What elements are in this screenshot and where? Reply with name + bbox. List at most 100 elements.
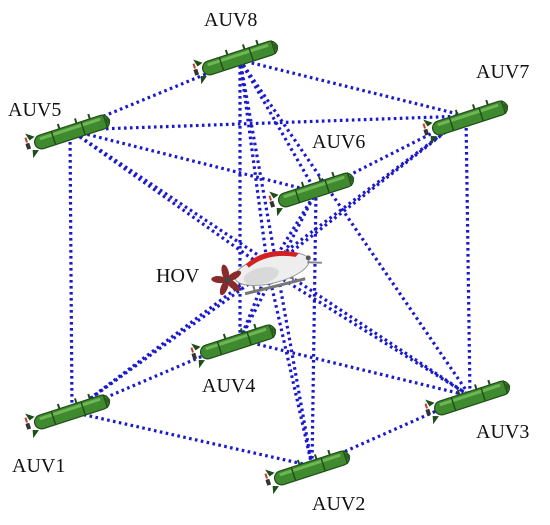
hov-propeller-blade bbox=[211, 276, 228, 284]
auv-tail-fin bbox=[32, 150, 39, 159]
label-auv6: AUV6 bbox=[312, 131, 365, 153]
hov-vehicle bbox=[211, 251, 322, 296]
auv-tail-fin bbox=[265, 469, 275, 477]
auv-tail-fin bbox=[193, 59, 203, 67]
link-auv5-auv6 bbox=[69, 128, 317, 194]
auv-antenna bbox=[73, 118, 78, 124]
label-auv3: AUV3 bbox=[476, 421, 529, 443]
link-auv6-auv2 bbox=[310, 191, 318, 467]
auv-rudder-mark bbox=[422, 123, 426, 129]
link-hov-auv1 bbox=[71, 268, 269, 414]
auv-segment-ring bbox=[218, 57, 225, 71]
auv1-vehicle bbox=[24, 393, 111, 439]
auv-rudder-mark bbox=[424, 403, 428, 409]
hov-propeller-blade bbox=[221, 264, 230, 281]
auv-antenna bbox=[331, 171, 335, 178]
link-auv8-auv3 bbox=[238, 59, 472, 397]
label-auv2: AUV2 bbox=[312, 493, 365, 515]
auv-hull-highlight bbox=[279, 454, 341, 476]
link-auv1-auv2 bbox=[71, 410, 313, 468]
auv-antenna bbox=[327, 449, 331, 456]
auv-segment-ring bbox=[216, 341, 223, 355]
auv-tail-fin bbox=[191, 343, 201, 351]
auv-segment-ring bbox=[450, 397, 457, 411]
link-hov-auv5 bbox=[69, 128, 269, 272]
auv-antenna bbox=[471, 104, 476, 110]
auv5-vehicle bbox=[24, 113, 111, 159]
auv-antenna bbox=[239, 328, 244, 334]
auv-tail-fin bbox=[32, 430, 39, 439]
hov-propeller-blade bbox=[226, 270, 242, 282]
auv-segment-ring bbox=[80, 401, 86, 416]
auv-nose-cap bbox=[348, 175, 355, 182]
auv-propeller bbox=[425, 408, 432, 416]
auv-antenna bbox=[87, 113, 91, 120]
auv2-vehicle bbox=[264, 449, 351, 495]
auv-antenna bbox=[487, 379, 491, 386]
auv8-vehicle bbox=[192, 39, 279, 85]
label-auv4: AUV4 bbox=[202, 375, 255, 397]
auv-segment-ring bbox=[320, 457, 326, 472]
auv-rudder-mark bbox=[268, 195, 272, 201]
auv-antenna bbox=[317, 176, 322, 182]
auv-rudder-mark bbox=[192, 63, 196, 69]
auv-segment-ring bbox=[290, 467, 297, 481]
auv-tail-fin bbox=[272, 486, 279, 495]
auv-antenna bbox=[454, 109, 459, 116]
link-auv5-auv1 bbox=[68, 129, 74, 413]
auv-tail-fin bbox=[198, 360, 205, 369]
auv-hull-highlight bbox=[39, 118, 101, 140]
auv-segment-ring bbox=[50, 131, 57, 145]
auv-hull-highlight bbox=[205, 328, 267, 350]
hov-propeller-hub bbox=[224, 277, 231, 284]
auv-nose-cap bbox=[270, 327, 277, 334]
hov-skid bbox=[244, 277, 306, 296]
hov-viewport bbox=[305, 255, 311, 261]
auv-propeller bbox=[193, 68, 200, 76]
auv-antenna bbox=[300, 181, 305, 188]
link-auv6-auv4 bbox=[238, 191, 318, 341]
auv-nose-cap bbox=[104, 397, 111, 404]
auv-hull-highlight bbox=[439, 384, 501, 406]
auv-nose-cap bbox=[504, 383, 511, 390]
auv-propeller bbox=[25, 142, 32, 150]
auv-antenna bbox=[87, 393, 91, 400]
auv-nose-cap bbox=[344, 453, 351, 460]
auv3-vehicle bbox=[424, 379, 511, 425]
auv-antenna bbox=[473, 384, 478, 390]
auv4-vehicle bbox=[190, 323, 277, 369]
auv-tail-fin bbox=[425, 399, 435, 407]
auv6-vehicle bbox=[268, 171, 355, 217]
label-hov: HOV bbox=[156, 265, 200, 287]
auv-rudder-mark bbox=[190, 347, 194, 353]
auv-rudder-mark bbox=[264, 473, 268, 479]
hov-top-deck bbox=[245, 251, 299, 268]
auv7-vehicle bbox=[422, 99, 509, 145]
hov-propeller bbox=[211, 264, 242, 296]
auv-antenna bbox=[296, 459, 301, 466]
auv-nose-cap bbox=[272, 43, 279, 50]
auv-antenna bbox=[253, 323, 257, 330]
auv-segment-ring bbox=[248, 47, 254, 62]
auv-tail-fin bbox=[25, 413, 35, 421]
hov-manipulator-arm bbox=[307, 261, 322, 264]
auv-propeller bbox=[25, 422, 32, 430]
auv-rudder-mark bbox=[24, 137, 28, 143]
link-hov-auv3 bbox=[267, 268, 471, 398]
link-auv8-auv6 bbox=[238, 59, 318, 193]
link-hov-auv8 bbox=[238, 59, 270, 271]
auv-segment-ring bbox=[448, 117, 455, 131]
auv-segment-ring bbox=[246, 331, 252, 346]
auv-antenna bbox=[485, 99, 489, 106]
hov-hull-shade bbox=[243, 266, 279, 285]
auv-nose-cap bbox=[104, 117, 111, 124]
auv-tail-fin bbox=[200, 76, 207, 85]
hov-propeller-blade bbox=[219, 280, 229, 296]
auv-hull-highlight bbox=[437, 104, 499, 126]
auv-propeller bbox=[423, 128, 430, 136]
auv-antenna bbox=[224, 49, 229, 56]
auv-hull-highlight bbox=[207, 44, 269, 66]
link-auv8-auv7 bbox=[239, 58, 467, 118]
link-auv7-auv3 bbox=[464, 115, 472, 397]
